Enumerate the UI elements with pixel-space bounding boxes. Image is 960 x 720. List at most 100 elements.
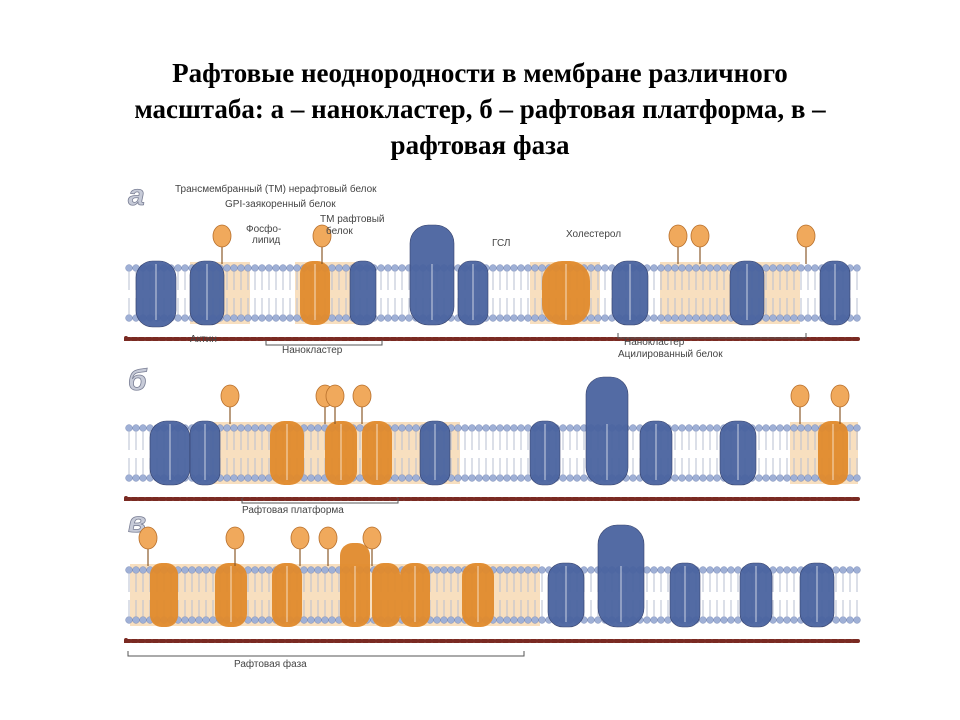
- raft-protein: [542, 261, 590, 325]
- lipid-head: [776, 616, 784, 624]
- lipid-head: [706, 616, 714, 624]
- region-bracket: [617, 333, 807, 339]
- nonraft-protein: [597, 524, 645, 628]
- lipid-head: [489, 474, 497, 482]
- lipid-head: [132, 566, 140, 574]
- lipid-head: [300, 616, 308, 624]
- lipid-head: [412, 474, 420, 482]
- lipid-head: [132, 474, 140, 482]
- lipid-head: [230, 264, 238, 272]
- lipid-head: [538, 616, 546, 624]
- title-line-2: масштаба: а – нанокластер, б – рафтовая …: [134, 94, 826, 124]
- gpi-head: [796, 224, 816, 248]
- gpi-head: [138, 526, 158, 550]
- lipid-head: [391, 424, 399, 432]
- lipid-head: [482, 474, 490, 482]
- lipid-head: [174, 314, 182, 322]
- lipid-head: [517, 616, 525, 624]
- nonraft-protein: [729, 260, 765, 326]
- lipid-head: [671, 474, 679, 482]
- panel-c: в Рафтовая фаза: [124, 506, 861, 670]
- lipid-head: [517, 424, 525, 432]
- lipid-head: [454, 616, 462, 624]
- lipid-head: [265, 616, 273, 624]
- lipid-head: [335, 314, 343, 322]
- lipid-head: [811, 314, 819, 322]
- lipid-head: [510, 314, 518, 322]
- lipid-head: [559, 424, 567, 432]
- gpi-head: [225, 526, 245, 550]
- lipid-head: [531, 264, 539, 272]
- raft-protein: [462, 563, 494, 627]
- lipid-head: [237, 264, 245, 272]
- lipid-head: [265, 264, 273, 272]
- lipid-head: [706, 474, 714, 482]
- lipid-head: [440, 566, 448, 574]
- lipid-head: [804, 314, 812, 322]
- lipid-head: [489, 314, 497, 322]
- label-actin: Актин: [190, 334, 217, 345]
- raft-protein: [272, 563, 302, 627]
- lipid-head: [797, 314, 805, 322]
- lipid-head: [139, 616, 147, 624]
- lipid-head: [314, 424, 322, 432]
- lipid-head: [783, 424, 791, 432]
- gpi-head: [312, 224, 332, 248]
- label-phospho-1: Фосфо-: [246, 223, 281, 235]
- lipid-head: [524, 566, 532, 574]
- lipid-head: [713, 264, 721, 272]
- lipid-head: [713, 424, 721, 432]
- lipid-head: [790, 424, 798, 432]
- lipid-head: [685, 474, 693, 482]
- lipid-head: [685, 424, 693, 432]
- lipid-head: [706, 264, 714, 272]
- lipid-head: [755, 424, 763, 432]
- lipid-head: [398, 474, 406, 482]
- nonraft-protein: [419, 420, 451, 486]
- lipid-head: [762, 314, 770, 322]
- lipid-head: [657, 566, 665, 574]
- lipid-head: [132, 616, 140, 624]
- panel-b-membrane: [124, 376, 861, 504]
- lipid-head: [125, 314, 133, 322]
- lipid-head: [503, 616, 511, 624]
- lipid-head: [202, 616, 210, 624]
- lipid-head: [503, 314, 511, 322]
- lipid-head: [538, 566, 546, 574]
- region-bracket: [127, 651, 525, 657]
- lipid-head: [594, 264, 602, 272]
- lipid-head: [559, 474, 567, 482]
- lipid-head: [846, 474, 854, 482]
- lipid-head: [181, 264, 189, 272]
- lipid-head: [293, 314, 301, 322]
- lipid-head: [125, 424, 133, 432]
- lipid-head: [265, 566, 273, 574]
- label-tm-raft-2: белок: [326, 225, 353, 237]
- lipid-head: [342, 264, 350, 272]
- lipid-head: [503, 264, 511, 272]
- lipid-head: [328, 616, 336, 624]
- lipid-head: [454, 566, 462, 574]
- lipid-head: [132, 424, 140, 432]
- nonraft-protein: [189, 260, 225, 326]
- lipid-head: [244, 474, 252, 482]
- lipid-head: [181, 616, 189, 624]
- lipid-head: [384, 264, 392, 272]
- lipid-head: [524, 264, 532, 272]
- lipid-head: [496, 566, 504, 574]
- lipid-head: [755, 474, 763, 482]
- lipid-head: [587, 566, 595, 574]
- lipid-head: [650, 264, 658, 272]
- lipid-head: [195, 616, 203, 624]
- lipid-head: [720, 566, 728, 574]
- lipid-head: [538, 264, 546, 272]
- nonraft-protein: [189, 420, 221, 486]
- lipid-head: [342, 314, 350, 322]
- lipid-head: [307, 616, 315, 624]
- lipid-head: [230, 424, 238, 432]
- lipid-head: [811, 424, 819, 432]
- panel-b: б Рафтовая платформа: [124, 364, 861, 516]
- lipid-head: [699, 264, 707, 272]
- lipid-head: [293, 264, 301, 272]
- lipid-head: [531, 566, 539, 574]
